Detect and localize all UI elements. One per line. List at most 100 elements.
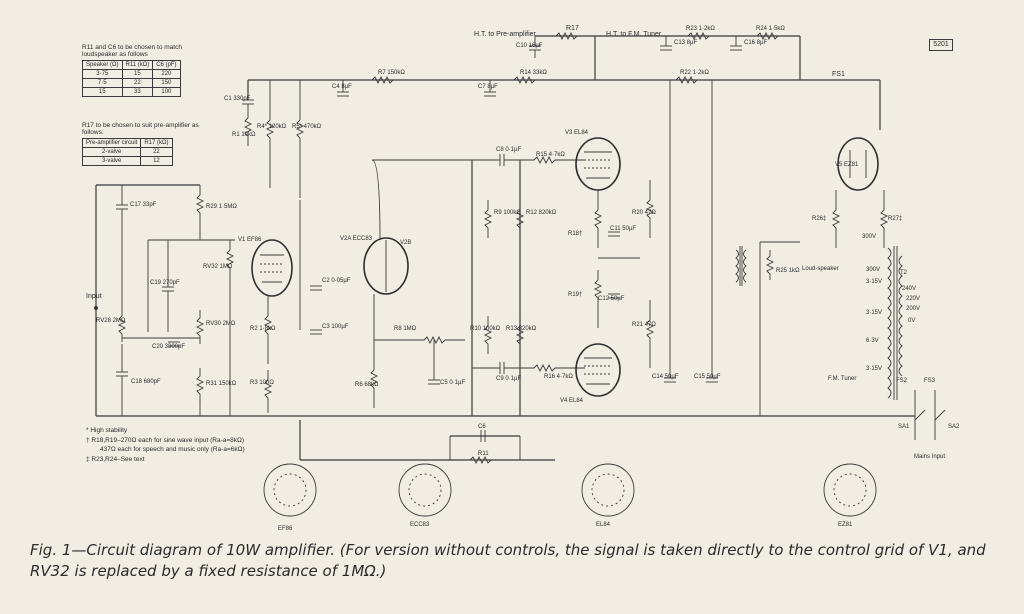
ht-preamp-label: H.T. to Pre-amplifier xyxy=(474,31,537,38)
r8-resistor xyxy=(374,335,465,345)
c15-label: C15 50µF xyxy=(694,374,721,380)
r14-resistor xyxy=(513,75,536,85)
base-ez81-pins xyxy=(833,473,867,507)
v2b-label: V2B xyxy=(400,240,411,246)
r23-label: R23 1·2kΩ xyxy=(686,26,715,32)
r2-resistor xyxy=(263,296,273,364)
r10-label: R10 100kΩ xyxy=(470,326,501,332)
ht-fm-label: H.T. to F.M. Tuner xyxy=(606,31,662,38)
c7-label: C7 8µF xyxy=(478,84,498,90)
r7-resistor xyxy=(371,75,394,85)
speaker-table-header: Speaker (Ω) xyxy=(82,60,123,70)
v3-tube xyxy=(575,137,621,191)
figure-number: 5201 xyxy=(929,39,953,51)
v4-tube xyxy=(575,343,621,397)
r19-label: R19† xyxy=(568,292,582,298)
speaker-table-header: R11 (kΩ) xyxy=(121,60,154,70)
r27-resistor xyxy=(879,190,889,248)
input-terminal xyxy=(94,306,98,310)
t2-label: T2 xyxy=(900,270,908,276)
table-row: 3·75 15 220 xyxy=(82,69,181,79)
c16-label: C16 8µF xyxy=(744,40,767,46)
c1-label: C1 330pF xyxy=(224,96,251,102)
v0-label: 0V xyxy=(908,318,915,324)
figure-caption: Fig. 1—Circuit diagram of 10W amplifier.… xyxy=(30,541,986,580)
c13-label: C13 8µF xyxy=(674,40,697,46)
rv28-pot xyxy=(117,308,127,342)
table-cell: 2-valve xyxy=(81,147,142,157)
v315c-label: 3·15V xyxy=(866,366,882,372)
v2a-label: V2A ECC83 xyxy=(340,236,373,242)
c6-label: C6 xyxy=(478,424,486,430)
r23-resistor xyxy=(687,31,710,41)
r20-label: R20 47Ω xyxy=(632,210,656,216)
v5-tube xyxy=(837,137,879,191)
v2a-anode-lead xyxy=(371,159,381,241)
table-cell: 15 xyxy=(82,87,123,97)
r16-resistor xyxy=(504,363,585,373)
r10-resistor xyxy=(483,316,493,354)
sa2-switch xyxy=(934,409,946,421)
rv30-pot xyxy=(195,310,205,344)
speaker-table-header: C6 (pF) xyxy=(152,60,181,70)
r22-label: R22 1·2kΩ xyxy=(680,70,709,76)
fm-tuner-label: F.M. Tuner xyxy=(828,376,856,382)
r31-resistor xyxy=(195,368,205,402)
c12-label: C12 50µF xyxy=(598,296,625,302)
c5-label: C5 0·1µF xyxy=(440,380,465,386)
r11-label: R11 xyxy=(478,451,489,457)
base-ef86-pins xyxy=(273,473,307,507)
table-cell: 3-valve xyxy=(81,156,142,166)
base-ecc83-pins xyxy=(408,473,442,507)
v240-label: 240V xyxy=(902,286,916,292)
r25-label: R25 1kΩ xyxy=(776,268,800,274)
v315a-label: 3·15V xyxy=(866,279,882,285)
preamp-table: Pre-amplifier circuit R17 (kΩ) 2-valve 2… xyxy=(81,138,173,166)
r24-label: R24 1·5kΩ xyxy=(756,26,785,32)
base-el84-outline xyxy=(581,463,635,517)
r12-resistor xyxy=(515,200,525,238)
r8-label: R8 1MΩ xyxy=(394,326,417,332)
table-cell: 33 xyxy=(121,87,154,97)
table-cell: 12 xyxy=(140,156,173,166)
c20-label: C20 3300pF xyxy=(152,344,185,350)
table-cell: 100 xyxy=(152,87,181,97)
c14-label: C14 50µF xyxy=(652,374,679,380)
rv30-label: RV30 2MΩ xyxy=(206,321,236,327)
rv32-label: RV32 1MΩ xyxy=(203,264,233,270)
r16-label: R16 4·7kΩ xyxy=(544,374,573,380)
r7-label: R7 150kΩ xyxy=(378,70,405,76)
table-cell: 150 xyxy=(152,78,181,88)
table-cell: 3·75 xyxy=(82,69,123,79)
r17-resistor xyxy=(555,31,578,41)
v2-tube xyxy=(363,237,409,295)
loudspeaker-label: Loud-speaker xyxy=(802,266,839,272)
r9-resistor xyxy=(483,200,493,238)
c8-label: C8 0·1µF xyxy=(496,147,521,153)
base-ecc83-outline xyxy=(398,463,452,517)
c10-label: C10 16µF xyxy=(516,43,543,49)
base-el84: EL84 xyxy=(581,463,635,528)
base-ef86: EF86 xyxy=(263,463,317,532)
preamp-table-header: R17 (kΩ) xyxy=(140,138,173,148)
r24-resistor xyxy=(756,31,779,41)
r27-label: R27‡ xyxy=(888,216,902,222)
c4-label: C4 8µF xyxy=(332,84,352,90)
table-cell: 7·5 xyxy=(82,78,123,88)
fs3-label: FS3 xyxy=(924,378,936,384)
table1-title: R11 and C6 to be chosen to match loudspe… xyxy=(82,44,182,58)
v63-label: 6·3V xyxy=(866,338,879,344)
v300b-label: 300V xyxy=(866,267,880,273)
r5-label: R5* 470kΩ xyxy=(292,124,322,130)
v315b-label: 3·15V xyxy=(866,310,882,316)
c17-label: C17 33pF xyxy=(130,202,157,208)
mains-transformer-primary xyxy=(898,255,903,377)
v5-label: V5 EZ81 xyxy=(835,162,859,168)
rv28-label: RV28 2MΩ xyxy=(96,318,126,324)
table-cell: 15 xyxy=(121,69,154,79)
r26-label: R26‡ xyxy=(812,216,826,222)
r3-resistor xyxy=(263,370,273,413)
r20-resistor xyxy=(645,180,655,238)
base-ef86-outline xyxy=(263,463,317,517)
